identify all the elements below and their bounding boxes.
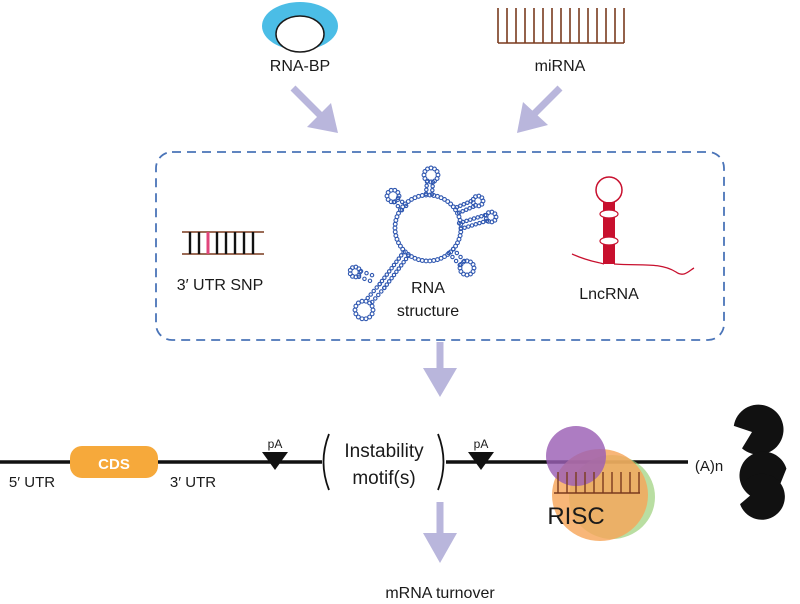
utr3-label: 3′ UTR	[170, 474, 216, 491]
arrow-box-to-transcript	[423, 342, 457, 397]
lncrna-label: LncRNA	[579, 286, 639, 303]
pa-right-label: pA	[474, 437, 489, 451]
instability-bracket-left	[322, 433, 330, 491]
pa-left-label: pA	[268, 437, 283, 451]
snp-label: 3′ UTR SNP	[177, 277, 264, 294]
utr5-label: 5′ UTR	[9, 474, 55, 491]
cds-block	[70, 446, 158, 478]
arrow-rna-bp-down	[290, 85, 338, 133]
factors-dashed-box	[155, 151, 725, 341]
rna-bp-label: RNA-BP	[270, 58, 330, 75]
arrow-to-turnover	[423, 502, 457, 563]
rna-structure-label-line2: structure	[397, 303, 459, 320]
cds-label: CDS	[98, 456, 130, 473]
risc-complex	[546, 426, 655, 541]
mirna-icon	[497, 8, 625, 44]
mrna-turnover-label: mRNA turnover	[385, 585, 495, 602]
instability-label-line1: Instability	[344, 441, 424, 462]
pa-left-marker	[262, 452, 288, 470]
rna-structure-label-line1: RNA	[411, 280, 445, 297]
lncrna-icon	[571, 176, 695, 275]
instability-gap	[322, 430, 446, 494]
rna-structure-icon	[347, 165, 499, 322]
snp-ladder-icon	[182, 231, 264, 255]
exonuclease-icon-top	[733, 404, 784, 455]
pa-right-marker	[468, 452, 494, 470]
rna-bp-icon	[262, 2, 338, 53]
exonuclease-icon-bottom	[740, 473, 785, 520]
instability-label-line2: motif(s)	[352, 468, 415, 489]
poly-a-label: (A)n	[695, 458, 723, 475]
risc-label: RISC	[547, 503, 604, 530]
mirna-label: miRNA	[535, 58, 586, 75]
arrow-mirna-down	[517, 85, 563, 133]
instability-bracket-right	[437, 433, 445, 491]
